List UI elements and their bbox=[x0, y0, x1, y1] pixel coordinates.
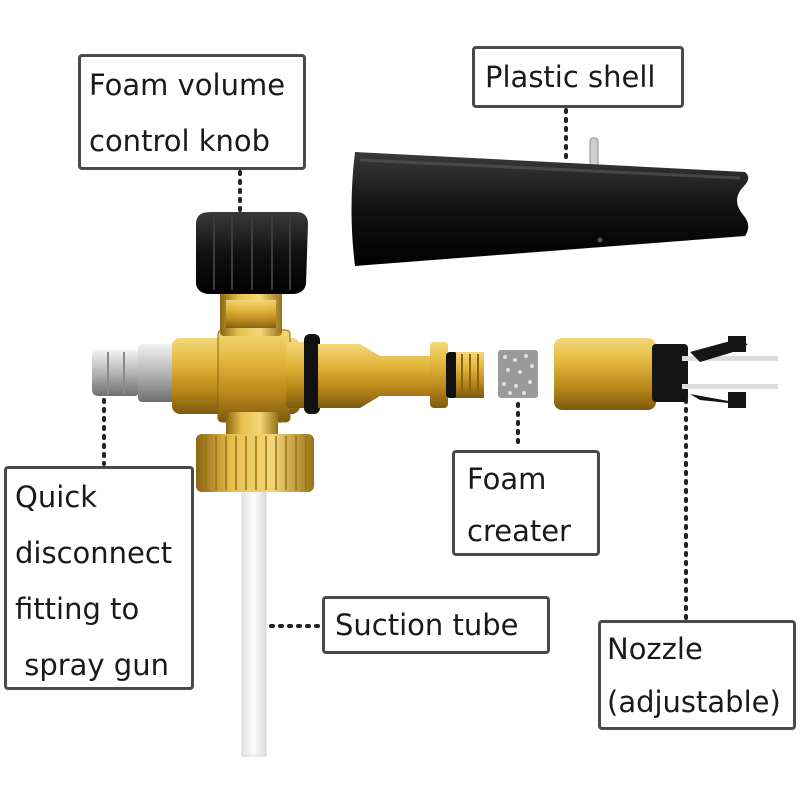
extension-arm bbox=[304, 334, 484, 414]
base-cap bbox=[196, 434, 314, 492]
label-foam-creater: Foam creater bbox=[452, 450, 600, 556]
label-foam-line-1: Foam bbox=[467, 462, 547, 496]
label-nozzle-line-1: Nozzle bbox=[607, 632, 703, 666]
label-knob-line-2: control knob bbox=[89, 124, 271, 158]
leader-lines bbox=[102, 108, 688, 628]
label-shell-line-1: Plastic shell bbox=[485, 60, 656, 94]
foam-creater-mesh bbox=[498, 350, 538, 398]
label-nozzle-line-2: (adjustable) bbox=[607, 685, 781, 719]
label-quick-line-4: spray gun bbox=[15, 648, 169, 682]
label-plastic-shell: Plastic shell bbox=[472, 46, 684, 108]
label-suction-tube: Suction tube bbox=[322, 596, 550, 654]
label-foam-line-2: creater bbox=[467, 514, 571, 548]
brass-body bbox=[172, 284, 312, 438]
label-tube-line-1: Suction tube bbox=[335, 608, 519, 642]
label-knob-line-1: Foam volume bbox=[89, 68, 286, 102]
foam-volume-control-knob bbox=[196, 212, 308, 294]
label-quick-line-1: Quick bbox=[15, 480, 98, 514]
nozzle bbox=[554, 336, 778, 410]
label-nozzle: Nozzle (adjustable) bbox=[598, 620, 796, 730]
quick-disconnect-fitting bbox=[92, 344, 176, 402]
suction-tube bbox=[241, 487, 267, 757]
plastic-shell bbox=[351, 137, 749, 266]
label-quick-disconnect: Quick disconnect fitting to spray gun bbox=[4, 466, 194, 690]
label-quick-line-2: disconnect bbox=[15, 536, 173, 570]
label-foam-volume-control-knob: Foam volume control knob bbox=[78, 54, 306, 170]
label-quick-line-3: fitting to bbox=[15, 592, 140, 626]
